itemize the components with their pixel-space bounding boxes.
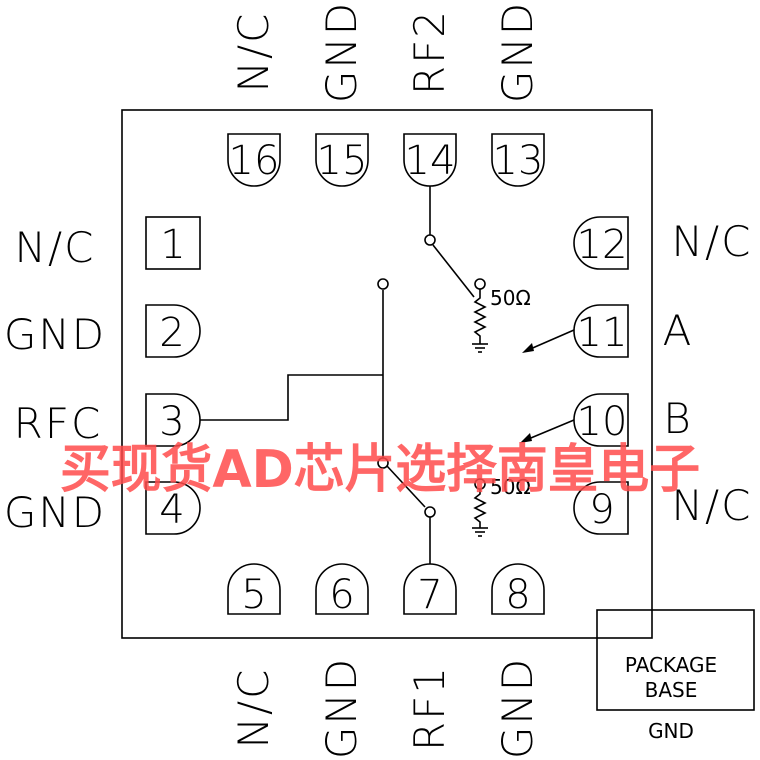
pin-10: 10 (573, 393, 629, 447)
pin-6-label: GND (317, 657, 366, 759)
upper-termination-value: 50Ω (490, 286, 531, 310)
pin-1: 1 (145, 216, 201, 270)
pin-2-label: GND (4, 310, 106, 359)
pin-4-label: GND (4, 488, 106, 537)
pin-12-number: 12 (577, 222, 628, 268)
pin-1-label: N/C (15, 223, 96, 272)
pin-4-number: 4 (159, 487, 184, 533)
common-bottom-node (377, 457, 389, 469)
pin-9-label: N/C (672, 481, 753, 530)
pin-13-number: 13 (493, 138, 544, 184)
pin-15: 15 (315, 133, 369, 187)
chip-body (121, 109, 653, 639)
pin-7: 7 (403, 563, 457, 618)
pin-6-pad (315, 563, 369, 615)
pin-3-number: 3 (159, 399, 184, 445)
pin-6: 6 (315, 563, 369, 618)
pin-5: 5 (227, 563, 281, 618)
pin-14-label: RF2 (405, 9, 454, 95)
watermark-text: 买现货AD芯片选择南皇电子 (60, 440, 700, 500)
pin-8-label: GND (493, 657, 542, 759)
control-a-arrowhead (522, 343, 534, 353)
pin-6-number: 6 (329, 572, 354, 618)
pin-12: 12 (573, 216, 629, 270)
pin-15-pad (315, 133, 369, 187)
pin-3: 3 (145, 393, 201, 447)
pin-10-label: B (663, 394, 693, 443)
pin-2: 2 (145, 304, 201, 358)
pin-7-label: RF1 (405, 665, 454, 751)
pin-16-number: 16 (229, 138, 280, 184)
pin-5-label: N/C (229, 668, 278, 749)
package-base-gnd-label: GND (648, 719, 694, 743)
upper-term-node (474, 278, 486, 290)
pin-11-label: A (663, 306, 694, 355)
pin-13: 13 (491, 133, 545, 187)
control-b-arrow (525, 419, 575, 441)
pin-11-number: 11 (577, 310, 628, 356)
pin-8-pad (491, 563, 545, 615)
pin-15-label: GND (317, 1, 366, 103)
pin-16: 16 (227, 133, 281, 187)
control-b-arrowhead (520, 433, 532, 443)
pin-7-pad (403, 563, 457, 615)
pin-16-pad (227, 133, 281, 187)
switch-circuit: 50Ω 50Ω (200, 186, 575, 564)
package-base-box (596, 609, 755, 711)
pin-9-number: 9 (589, 487, 614, 533)
lower-termination-value: 50Ω (490, 475, 531, 499)
pin-5-number: 5 (241, 572, 266, 618)
lower-switch-arm (386, 465, 426, 508)
pin-7-number: 7 (417, 572, 442, 618)
pin-13-pad (491, 133, 545, 187)
pin-10-number: 10 (577, 399, 628, 445)
pin-9-pad (573, 481, 629, 535)
pin-11: 11 (573, 304, 629, 358)
lower-resistor (473, 489, 487, 528)
rfc-trace (200, 374, 383, 421)
pin-12-label: N/C (672, 217, 753, 266)
pin-5-pad (227, 563, 281, 615)
pin-11-pad (573, 304, 629, 358)
upper-switch-arm (432, 244, 475, 298)
pin-3-pad (145, 393, 201, 447)
pin-2-number: 2 (159, 310, 184, 356)
pin-1-number: 1 (160, 222, 185, 268)
package-base-line2: BASE (645, 678, 698, 702)
pin-15-number: 15 (317, 138, 368, 184)
pin-4-pad (145, 481, 201, 535)
pin-2-pad (145, 304, 201, 358)
pin-14-number: 14 (405, 138, 456, 184)
rf1-node (424, 506, 436, 518)
pin-1-pad (145, 216, 201, 270)
pin-8-number: 8 (505, 572, 530, 618)
rf2-node (424, 234, 436, 246)
pin-14-pad (403, 133, 457, 187)
pin-14: 14 (403, 133, 457, 187)
common-top-node (377, 278, 389, 290)
pin-12-pad (573, 216, 629, 270)
pin-4: 4 (145, 481, 201, 535)
pin-3-label: RFC (14, 399, 103, 448)
pin-8: 8 (491, 563, 545, 618)
pin-16-label: N/C (229, 12, 278, 93)
pin-9: 9 (573, 481, 629, 535)
package-base-line1: PACKAGE (625, 653, 717, 677)
pin-13-label: GND (493, 1, 542, 103)
upper-resistor (473, 289, 487, 344)
control-a-arrow (527, 329, 575, 351)
pin-10-pad (573, 393, 629, 447)
